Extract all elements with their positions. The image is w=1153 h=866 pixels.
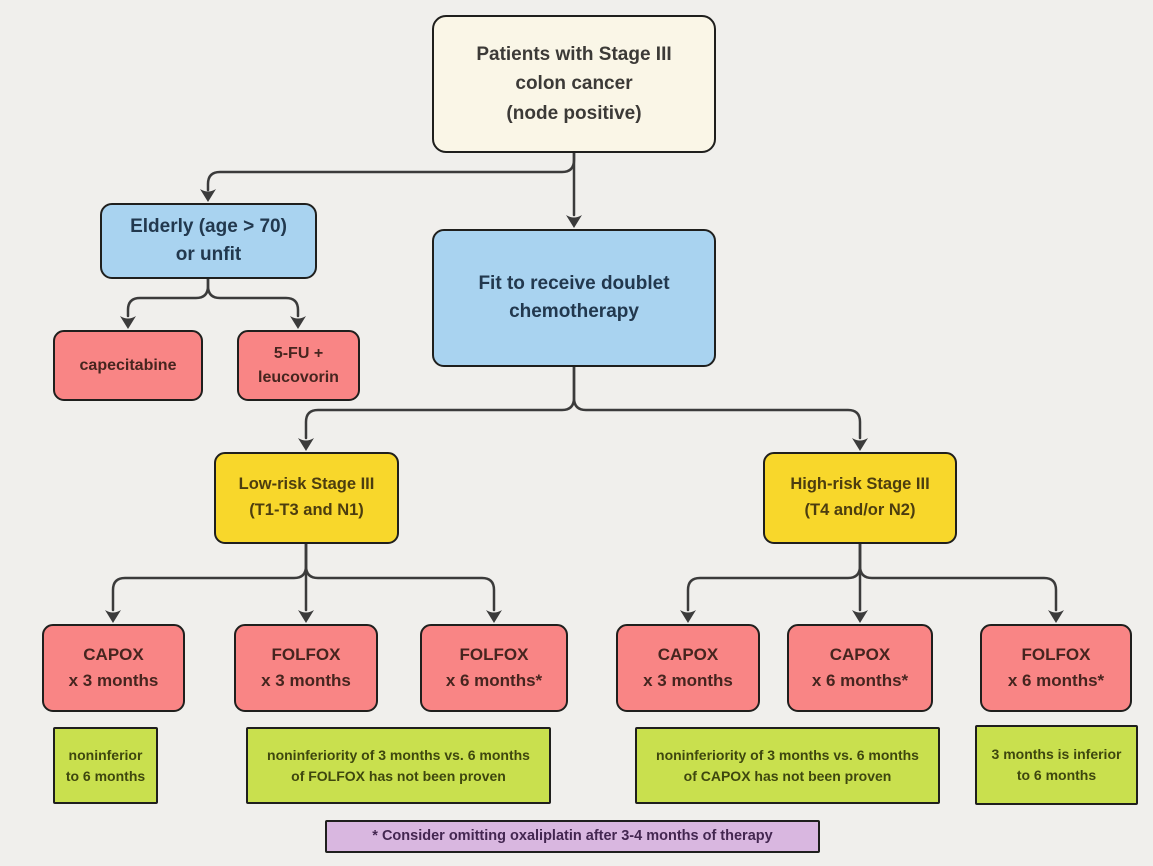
arrowhead-capecitabine [120, 316, 136, 329]
arrowhead-high-folfox6 [1048, 610, 1064, 623]
node-low-capox-3mo: CAPOX x 3 months [42, 624, 185, 712]
node-patients-stage-iii: Patients with Stage III colon cancer (no… [432, 15, 716, 153]
arrowhead-low-capox3 [105, 610, 121, 623]
footnote-omit-oxaliplatin: * Consider omitting oxaliplatin after 3-… [325, 820, 820, 853]
node-elderly-or-unfit: Elderly (age > 70) or unfit [100, 203, 317, 279]
note-folfox-noninferiority-unproven: noninferiority of 3 months vs. 6 months … [246, 727, 551, 804]
arrowhead-high-capox3 [680, 610, 696, 623]
node-low-folfox-6mo: FOLFOX x 6 months* [420, 624, 568, 712]
edge-lowrisk-capox3 [111, 542, 308, 612]
node-capecitabine: capecitabine [53, 330, 203, 401]
arrowhead-high-risk [852, 438, 868, 451]
arrowhead-high-capox6 [852, 610, 868, 623]
node-fit-doublet-chemo: Fit to receive doublet chemotherapy [432, 229, 716, 367]
arrowhead-low-folfox3 [298, 610, 314, 623]
node-high-capox-6mo: CAPOX x 6 months* [787, 624, 933, 712]
arrowhead-fu-leucovorin [290, 316, 306, 329]
edge-highrisk-capox3 [686, 542, 862, 612]
arrowhead-elderly [200, 189, 216, 202]
edge-lowrisk-folfox6 [304, 542, 496, 612]
edge-elderly-capecitabine [126, 277, 210, 318]
arrowhead-low-folfox6 [486, 610, 502, 623]
edge-root-elderly [206, 151, 576, 192]
edge-highrisk-folfox6 [858, 542, 1058, 612]
arrowhead-fit [566, 215, 582, 228]
arrowhead-low-risk [298, 438, 314, 451]
node-high-risk-stage-iii: High-risk Stage III (T4 and/or N2) [763, 452, 957, 544]
node-high-capox-3mo: CAPOX x 3 months [616, 624, 760, 712]
note-folfox-3mo-inferior: 3 months is inferior to 6 months [975, 725, 1138, 805]
edge-fit-high-risk [572, 365, 862, 440]
node-5fu-leucovorin: 5-FU + leucovorin [237, 330, 360, 401]
note-capox-noninferiority-unproven: noninferiority of 3 months vs. 6 months … [635, 727, 940, 804]
note-capox-noninferior: noninferior to 6 months [53, 727, 158, 804]
node-high-folfox-6mo: FOLFOX x 6 months* [980, 624, 1132, 712]
edge-elderly-fu-leucovorin [206, 277, 300, 318]
node-low-risk-stage-iii: Low-risk Stage III (T1-T3 and N1) [214, 452, 399, 544]
node-low-folfox-3mo: FOLFOX x 3 months [234, 624, 378, 712]
